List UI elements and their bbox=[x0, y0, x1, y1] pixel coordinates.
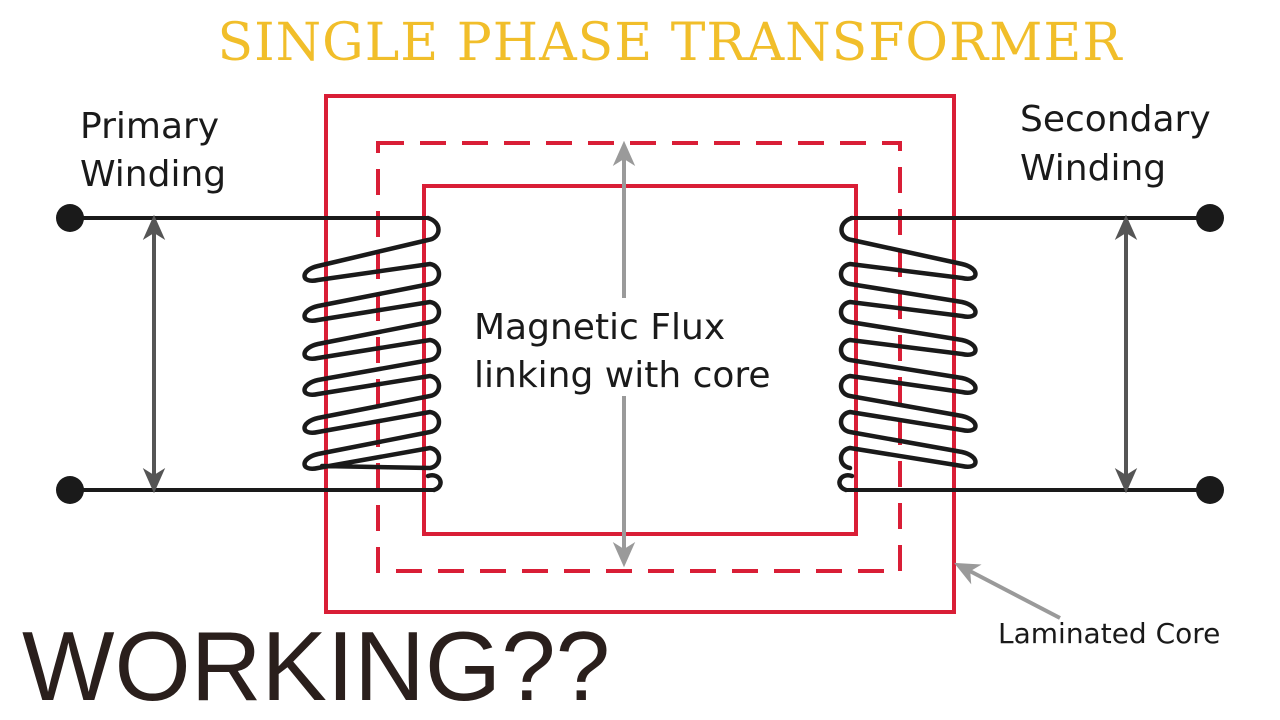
diagram-title: SINGLE PHASE TRANSFORMER bbox=[218, 13, 1124, 73]
secondary-winding-coil bbox=[837, 215, 978, 493]
working-caption: WORKING?? bbox=[22, 611, 610, 720]
secondary-bottom-terminal bbox=[1196, 476, 1224, 504]
secondary-circuit bbox=[846, 204, 1224, 504]
secondary-winding-label-line1: Secondary bbox=[1020, 99, 1211, 140]
laminated-core bbox=[324, 94, 956, 614]
primary-winding-coil bbox=[302, 215, 443, 493]
secondary-top-terminal bbox=[1196, 204, 1224, 232]
flux-label-line1: Magnetic Flux bbox=[474, 307, 725, 348]
laminated-core-label: Laminated Core bbox=[998, 617, 1220, 650]
primary-top-terminal bbox=[56, 204, 84, 232]
primary-winding-label-line2: Winding bbox=[80, 154, 226, 195]
flux-label-line2: linking with core bbox=[474, 355, 771, 396]
core-pointer-arrow bbox=[954, 562, 1061, 620]
primary-bottom-terminal bbox=[56, 476, 84, 504]
secondary-winding-label-line2: Winding bbox=[1020, 148, 1166, 189]
primary-circuit bbox=[56, 204, 434, 504]
primary-winding-label-line1: Primary bbox=[80, 106, 219, 147]
flux-path-dashed bbox=[376, 141, 902, 573]
